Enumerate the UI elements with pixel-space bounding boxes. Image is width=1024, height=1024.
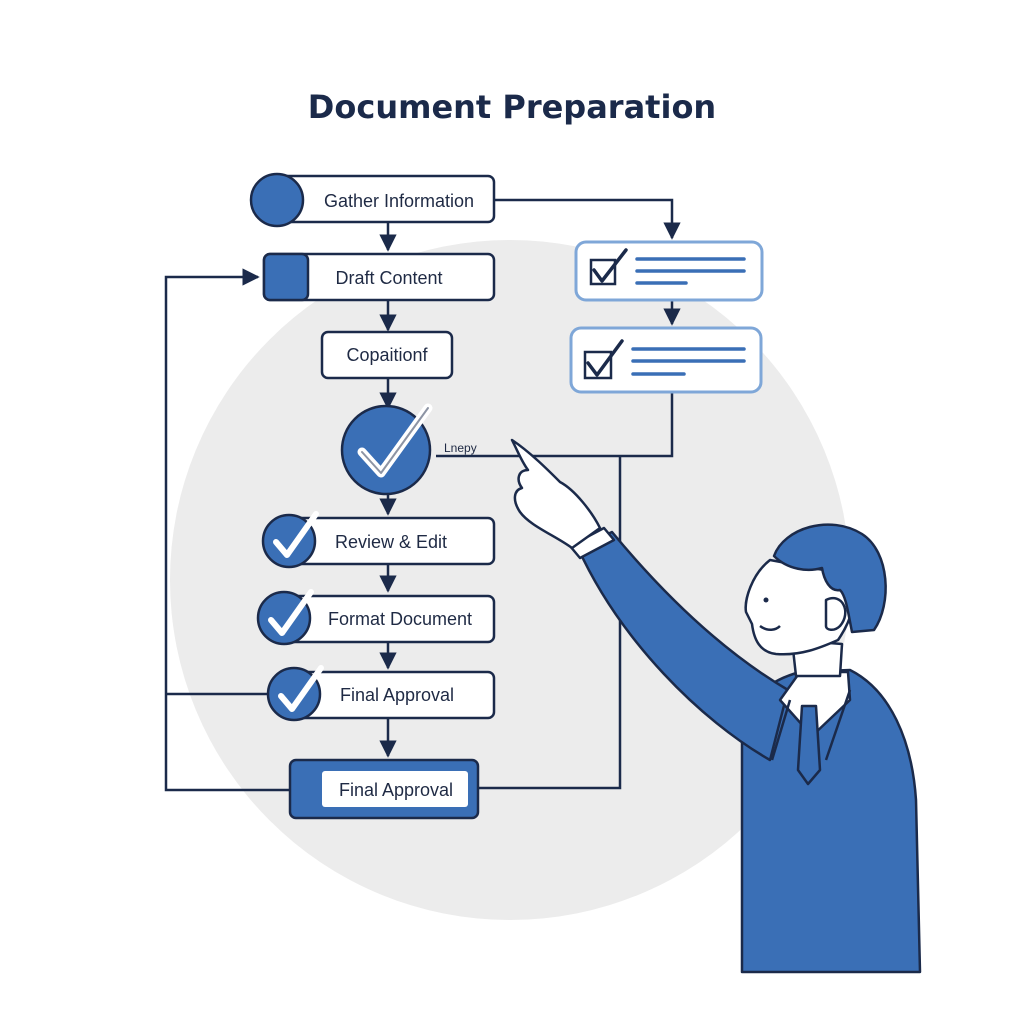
draft-square-icon bbox=[262, 252, 310, 302]
draft-label: Draft Content bbox=[335, 268, 442, 288]
gather-circle-icon bbox=[249, 172, 305, 228]
gather-label: Gather Information bbox=[324, 191, 474, 211]
checkmark-icon bbox=[592, 248, 628, 283]
format-label: Format Document bbox=[328, 609, 472, 629]
checkmark-icon bbox=[586, 339, 624, 377]
step-draft-content: Draft Content bbox=[262, 252, 496, 302]
format-check-icon bbox=[268, 589, 314, 636]
final-approval-label: Final Approval bbox=[340, 685, 454, 705]
step-review-edit: Review & Edit bbox=[261, 511, 496, 569]
checklist-card-1 bbox=[574, 240, 764, 302]
step-gather-information: Gather Information bbox=[249, 172, 496, 228]
step-format-document: Format Document bbox=[256, 589, 496, 646]
check-side-label: Lnepy bbox=[444, 441, 477, 455]
final-box-label: Final Approval bbox=[339, 780, 453, 800]
businessman-pointing-illustration bbox=[510, 438, 922, 974]
step-final-approval: Final Approval bbox=[266, 665, 496, 722]
big-check-node: Lnepy bbox=[340, 403, 477, 496]
review-label: Review & Edit bbox=[335, 532, 447, 552]
compile-label: Copaitionf bbox=[346, 345, 428, 365]
final-approval-box: Final Approval bbox=[288, 758, 480, 820]
background-circle bbox=[170, 240, 850, 920]
review-check-icon bbox=[273, 511, 319, 558]
final-approval-check-icon bbox=[278, 665, 324, 712]
checklist-card-2 bbox=[569, 326, 763, 394]
diagram-title: Document Preparation bbox=[307, 88, 717, 126]
step-compile: Copaitionf bbox=[320, 330, 454, 380]
